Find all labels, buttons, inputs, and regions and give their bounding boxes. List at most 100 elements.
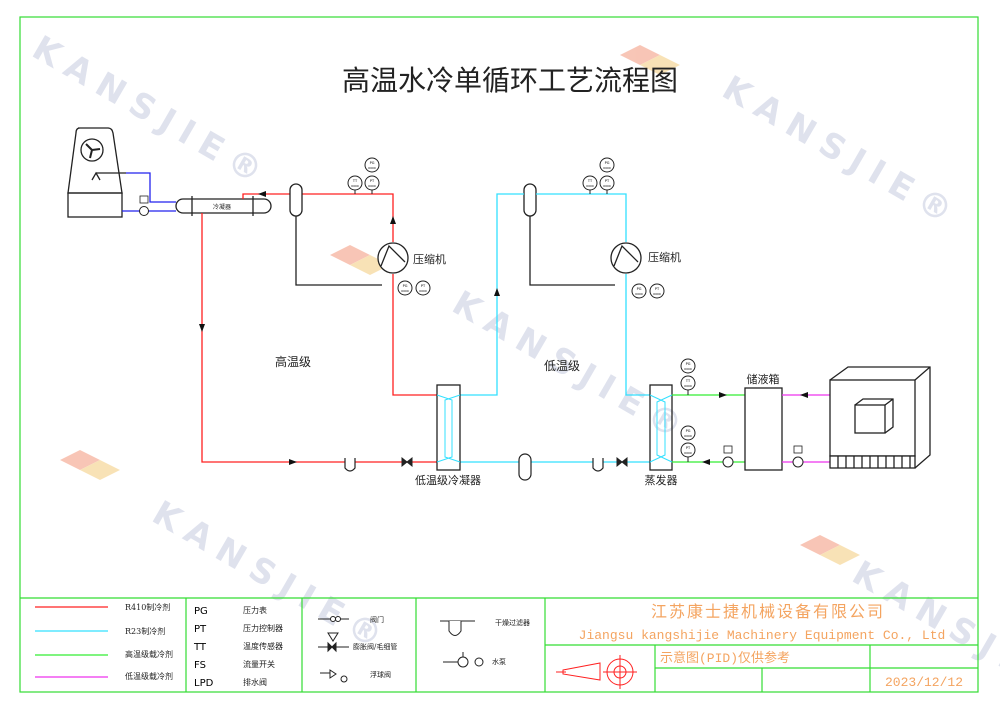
valve-legend-label: 阀门 xyxy=(370,615,384,624)
tank-label: 储液箱 xyxy=(747,372,780,386)
gauge-tag: PT xyxy=(370,179,375,183)
abbr-code: PT xyxy=(194,624,207,635)
abbr-meaning: 排水阀 xyxy=(243,677,267,687)
other-legend-label: 水泵 xyxy=(492,657,506,666)
gauge-value: 0000 xyxy=(684,434,692,438)
low-receiver xyxy=(523,183,537,217)
low-coolant-lines xyxy=(782,394,830,463)
evaporator-coil xyxy=(649,394,673,463)
legend-lines xyxy=(35,606,108,678)
evaporator xyxy=(649,384,673,471)
abbr-code: FS xyxy=(194,660,206,671)
cooling-water-lines xyxy=(122,172,176,212)
gauge-value: 0000 xyxy=(603,184,611,188)
gauge-tag: PG xyxy=(686,429,691,433)
abbr-code: TT xyxy=(193,642,207,653)
gauge-value: 0000 xyxy=(586,184,594,188)
valve-legend-label: 膨胀阀/毛细管 xyxy=(353,642,397,651)
gauge-tag: TT xyxy=(685,379,691,383)
gauge-tag: PT xyxy=(686,446,691,450)
abbreviation-list: PG PT TT FS LPD xyxy=(193,606,214,689)
cascade-condenser-label: 低温级冷凝器 xyxy=(415,473,481,487)
cooling-tower xyxy=(67,127,126,218)
abbr-meaning: 流量开关 xyxy=(243,659,275,669)
company-name-en: Jiangsu kangshijie Machinery Equipment C… xyxy=(579,628,946,643)
filter-drier-icon xyxy=(344,453,604,481)
low-compressor-icon xyxy=(610,242,642,274)
gauge-tag: TT xyxy=(352,179,358,183)
gauge-value: 0000 xyxy=(684,451,692,455)
gauge-value: 0000 xyxy=(368,184,376,188)
legend-line-label: 高温级载冷剂 xyxy=(125,649,173,659)
pump-icon xyxy=(722,445,734,468)
gauge-value: 0000 xyxy=(653,292,661,296)
abbr-code: LPD xyxy=(194,678,214,689)
company-name-cn: 江苏康士捷机械设备有限公司 xyxy=(651,603,885,622)
high-receiver xyxy=(289,183,303,217)
high-compressor-icon xyxy=(377,242,409,274)
drawing-frame xyxy=(19,16,979,693)
water-pump-icon xyxy=(139,195,149,216)
gauge-value: 0000 xyxy=(603,166,611,170)
legend-line-label: 低温级载冷剂 xyxy=(125,671,173,681)
suction-lines xyxy=(295,216,615,286)
high-compressor-label: 压缩机 xyxy=(413,252,446,266)
gauge-tag: TT xyxy=(587,179,593,183)
cascade-coil xyxy=(436,394,461,463)
gauge-tag: PG xyxy=(605,161,610,165)
cascade-condenser xyxy=(436,384,461,471)
pump-icon xyxy=(792,445,804,468)
r410-lines xyxy=(201,193,437,463)
abbr-meaning: 压力控制器 xyxy=(243,623,283,633)
low-compressor-label: 压缩机 xyxy=(648,250,681,264)
test-chamber xyxy=(829,366,931,469)
watermark: KANSJIE® xyxy=(716,68,968,237)
gauge-value: 0000 xyxy=(684,384,692,388)
gauge-tag: PG xyxy=(370,161,375,165)
diagram-title: 高温水冷单循环工艺流程图 xyxy=(342,64,678,97)
gauge-tag: PG xyxy=(686,362,691,366)
gauge-tag: PT xyxy=(421,284,426,288)
gauges: TT0000PT0000PG0000PG0000PT0000TT0000PT00… xyxy=(347,157,696,462)
pid-note: 示意图(PID)仅供参考 xyxy=(660,650,790,666)
abbr-meaning: 温度传感器 xyxy=(243,641,283,651)
gauge-tag: PG xyxy=(637,287,642,291)
condenser xyxy=(175,196,272,216)
condenser-label: 冷凝器 xyxy=(213,203,231,211)
low-stage-label: 低温级 xyxy=(544,359,580,373)
drawing-date: 2023/12/12 xyxy=(885,675,963,690)
high-stage-label: 高温级 xyxy=(275,354,311,369)
watermark: KANSJIE® xyxy=(26,28,278,197)
gauge-value: 0000 xyxy=(401,289,409,293)
gauge-value: 0000 xyxy=(635,292,643,296)
liquid-tank xyxy=(744,387,783,471)
watermark: KANSJIE® xyxy=(146,493,398,662)
legend-line-label: R23制冷剂 xyxy=(125,626,165,636)
expansion-valve-icon xyxy=(401,456,628,468)
gauge-tag: PT xyxy=(655,287,660,291)
gauge-value: 0000 xyxy=(419,289,427,293)
watermark-logo xyxy=(60,45,860,565)
gauge-value: 0000 xyxy=(684,367,692,371)
valve-legend-label: 浮球阀 xyxy=(370,670,391,679)
projection-symbol-icon xyxy=(556,655,637,689)
gauge-tag: PG xyxy=(403,284,408,288)
valve-symbols xyxy=(318,616,349,683)
evaporator-label: 蒸发器 xyxy=(645,473,678,487)
legend-table xyxy=(20,597,978,692)
abbr-meaning: 压力表 xyxy=(243,605,267,615)
